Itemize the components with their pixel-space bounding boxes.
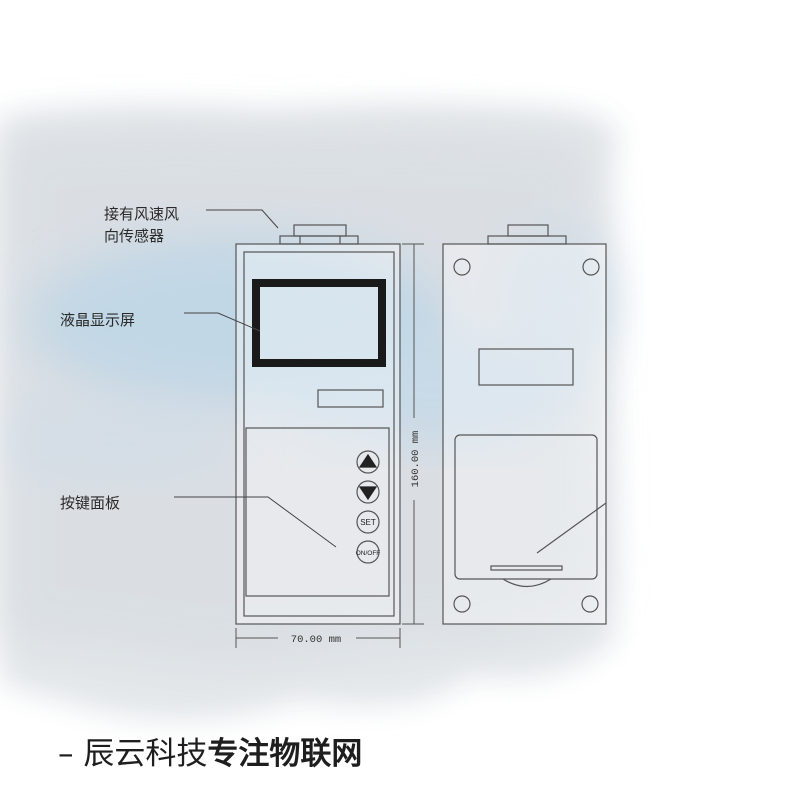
set-button-label: SET: [360, 518, 376, 527]
front-view: [235, 224, 401, 625]
lcd-screen: [252, 279, 386, 367]
sensor-leader: [206, 209, 279, 229]
keypad-leader: [174, 496, 337, 548]
brand-tagline: 专注物联网: [207, 736, 363, 772]
label-slot: [317, 389, 384, 408]
callout-leaders: [174, 209, 337, 548]
dimension-height: [402, 243, 424, 625]
front-inner-border: [243, 251, 395, 617]
screw-hole-bottom-right: [581, 595, 599, 613]
set-button[interactable]: [356, 510, 380, 534]
ink-wash-background: [0, 104, 620, 720]
cover-notch: [502, 578, 552, 588]
battery-cover: [454, 434, 598, 580]
dimension-width: [235, 628, 401, 648]
down-button[interactable]: [356, 480, 380, 504]
lcd-leader: [184, 312, 261, 332]
sensor-callout-line2: 向传感器: [104, 227, 165, 245]
triangle-down-icon: [358, 486, 378, 501]
dimension-width-label: 70.00 mm: [291, 634, 341, 646]
sensor-callout: 接有风速风 向传感器: [104, 203, 179, 247]
front-body: [235, 243, 401, 625]
keypad-panel: [245, 427, 390, 597]
onoff-button-label: ON/OFF: [356, 550, 381, 557]
sensor-connector: [279, 224, 359, 245]
rear-nameplate: [478, 348, 574, 386]
triangle-up-icon: [358, 453, 378, 468]
lcd-callout: 液晶显示屏: [60, 311, 136, 329]
rear-callout-line: [536, 502, 607, 554]
screw-hole-top-left: [453, 258, 471, 276]
screw-hole-bottom-left: [453, 595, 471, 613]
keypad-callout: 按键面板: [60, 494, 121, 512]
up-button[interactable]: [356, 450, 380, 474]
screw-hole-top-right: [582, 258, 600, 276]
brand-name: – 辰云科技: [58, 736, 208, 772]
brand-slogan: – 辰云科技专注物联网: [58, 728, 362, 773]
cover-latch: [490, 565, 563, 571]
rear-view: [442, 224, 607, 625]
onoff-button[interactable]: [356, 540, 380, 564]
sensor-callout-line1: 接有风速风: [104, 205, 180, 223]
rear-body: [442, 243, 607, 625]
dimension-height-label: 160.00 mm: [410, 431, 422, 488]
rear-connector: [487, 224, 567, 245]
